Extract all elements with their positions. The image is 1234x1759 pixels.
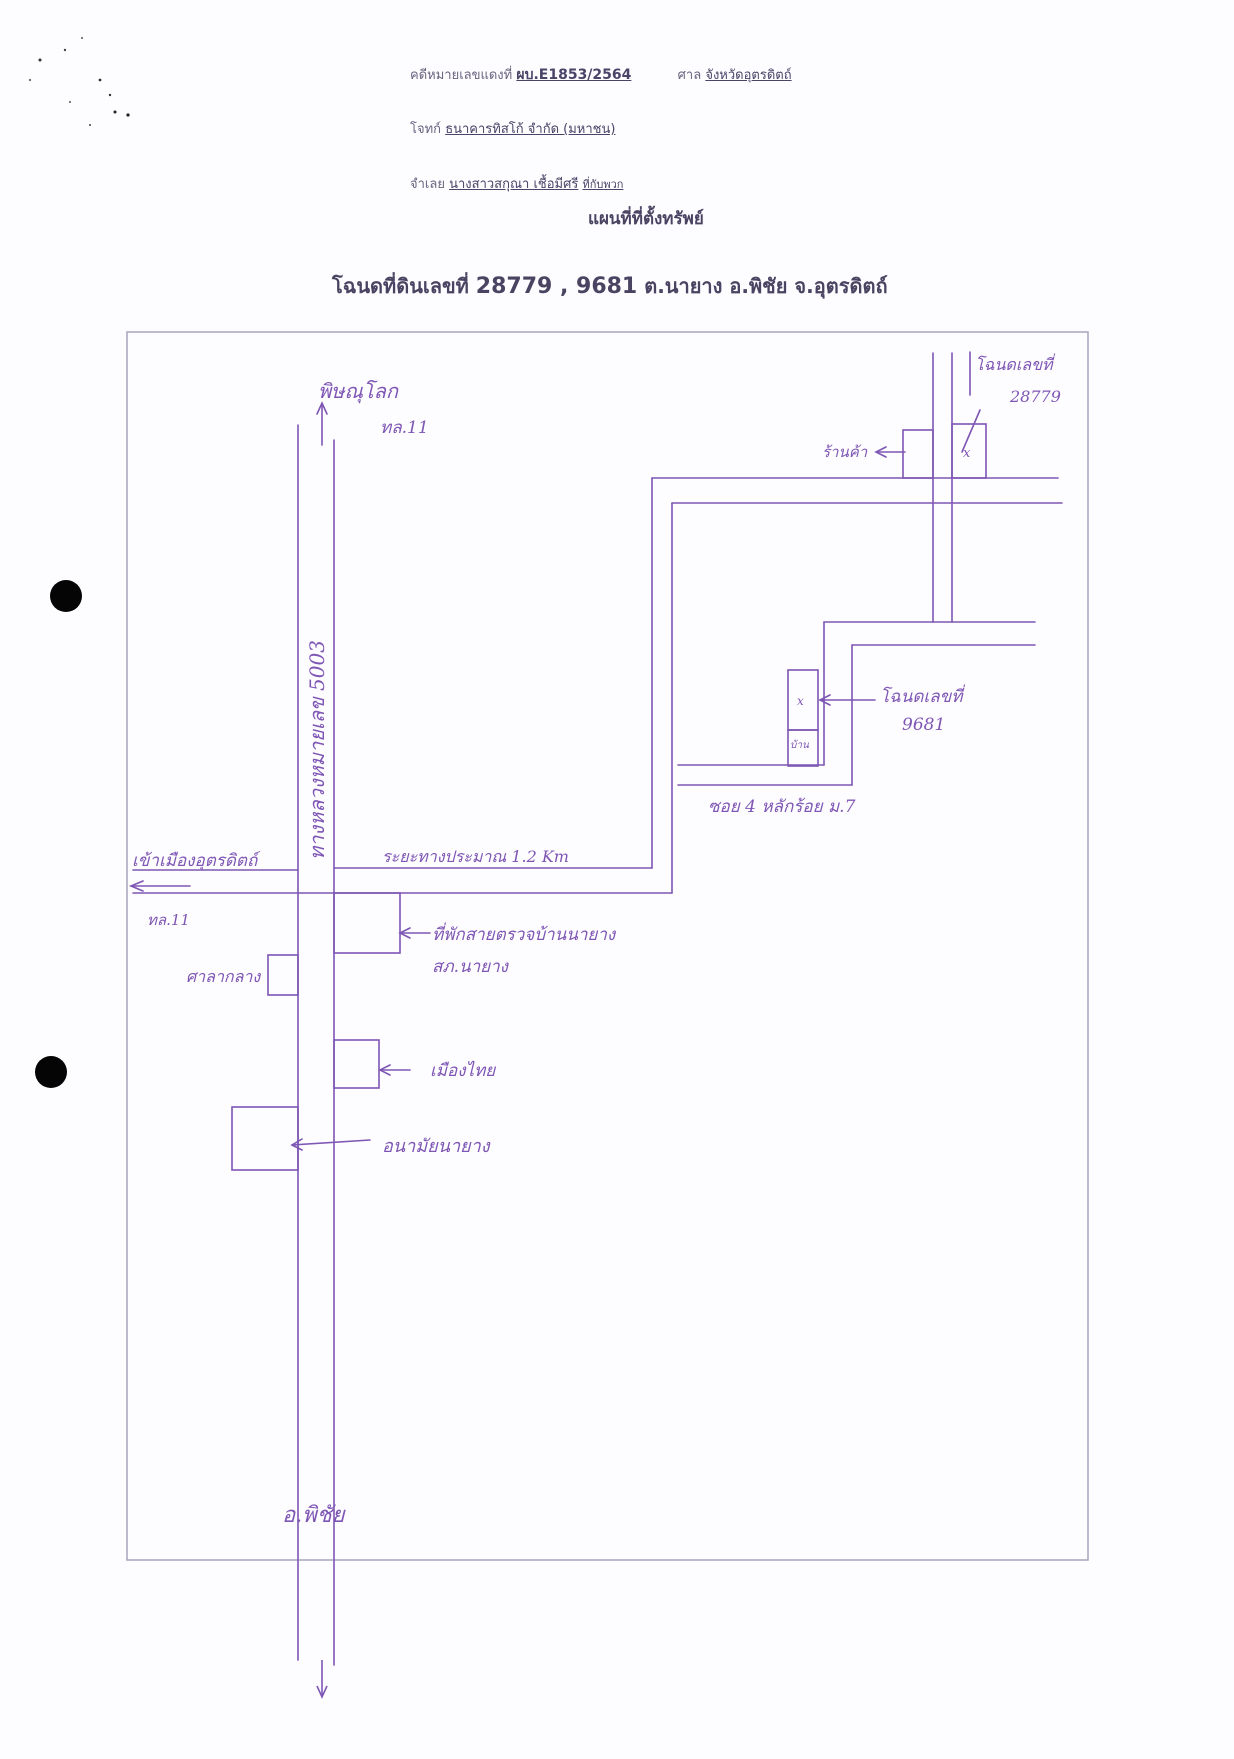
police-box xyxy=(333,892,401,954)
defendant-name: นางสาวสกุณา เชื้อมีศรี xyxy=(449,177,579,192)
distance-label: ระยะทางประมาณ 1.2 Km xyxy=(382,847,569,866)
west-road: ทล.11 xyxy=(147,911,190,929)
case-number: ผบ.E1853/2564 xyxy=(516,67,632,83)
deed-28779-label-line1: โฉนดเลขที่ xyxy=(975,353,1056,374)
court-name: จังหวัดอุตรดิตถ์ xyxy=(705,68,792,83)
plan-title: แผนที่ที่ตั้งทรัพย์ xyxy=(588,209,704,229)
deed-location: ต.นายาง อ.พิชัย จ.อุตรดิตถ์ xyxy=(644,274,888,298)
deed-prefix: โฉนดที่ดินเลขที่ xyxy=(332,274,469,298)
house-label: บ้าน xyxy=(790,739,810,751)
south-destination: อ.พิชัย xyxy=(282,1503,347,1528)
soi-label: ซอย 4 หลักร้อย ม.7 xyxy=(708,797,856,817)
house-box xyxy=(787,729,819,767)
shop-box xyxy=(902,429,934,479)
south-arrow-head xyxy=(316,1685,328,1699)
police-label-line1: ที่พักสายตรวจบ้านนายาง xyxy=(432,922,617,945)
store-label: เมืองไทย xyxy=(430,1060,496,1081)
highway-label: ทางหลวงหมายเลข 5003 xyxy=(305,640,329,860)
shop-label: ร้านค้า xyxy=(822,443,868,461)
north-destination: พิษณุโลก xyxy=(318,379,399,404)
scan-specks xyxy=(29,37,130,126)
deed-numbers: 28779 , 9681 xyxy=(475,274,638,299)
case-label: คดีหมายเลขแดงที่ xyxy=(410,68,513,83)
punch-hole-bottom xyxy=(35,1056,67,1088)
map-frame xyxy=(126,331,1089,1561)
deed-28779-label-line2: 28779 xyxy=(1009,387,1061,406)
west-destination: เข้าเมืองอุตรดิตถ์ xyxy=(132,851,261,871)
court-label: ศาล xyxy=(677,68,702,83)
case-line: คดีหมายเลขแดงที่ ผบ.E1853/2564 ศาล จังหว… xyxy=(410,64,792,86)
police-label-line2: สภ.นายาง xyxy=(432,957,510,977)
defendant-suffix: ที่กับพวก xyxy=(582,178,624,191)
deed-title: โฉนดที่ดินเลขที่ 28779 , 9681 ต.นายาง อ.… xyxy=(332,270,888,302)
health-label: อนามัยนายาง xyxy=(382,1136,491,1157)
defendant-line: จำเลย นางสาวสกุณา เชื้อมีศรี ที่กับพวก xyxy=(410,173,623,194)
defendant-label: จำเลย xyxy=(410,177,445,192)
temple-label: ศาลากลาง xyxy=(186,967,261,986)
deed-9681-mark: x xyxy=(797,694,804,708)
deed-28779-mark: x xyxy=(963,446,971,461)
deed-9681-label-line1: โฉนดเลขที่ xyxy=(880,684,965,707)
deed-28779-box xyxy=(951,423,987,479)
deed-28779-leader xyxy=(961,409,981,453)
plaintiff-label: โจทก์ xyxy=(410,122,442,137)
health-leader xyxy=(291,1139,371,1146)
plaintiff-line: โจทก์ ธนาคารทิสโก้ จำกัด (มหาชน) xyxy=(410,118,615,139)
punch-hole-top xyxy=(50,580,82,612)
plaintiff-name: ธนาคารทิสโก้ จำกัด (มหาชน) xyxy=(445,122,616,137)
health-box xyxy=(231,1106,299,1171)
north-road: ทล.11 xyxy=(380,418,429,438)
temple-box xyxy=(267,954,299,996)
deed-9681-label-line2: 9681 xyxy=(902,715,945,735)
store-box xyxy=(333,1039,380,1089)
